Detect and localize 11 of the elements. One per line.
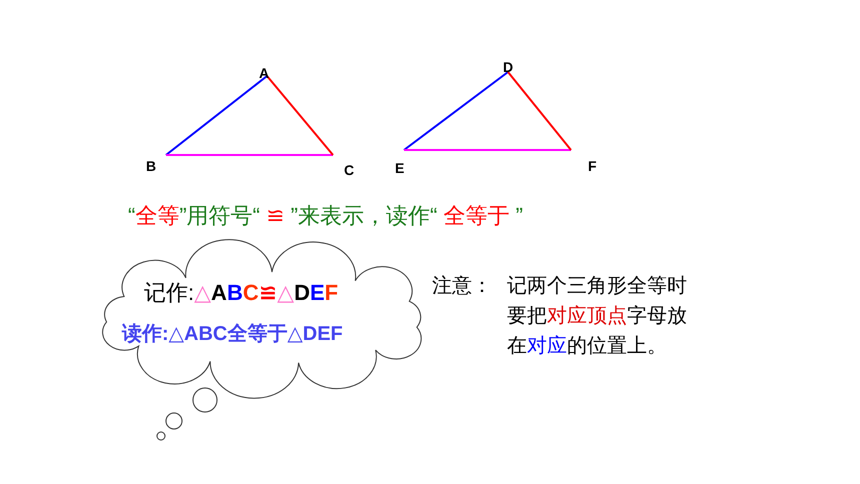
vertex-label: F [588, 157, 597, 176]
note-text: 记两个三角形全等时要把对应顶点字母放在对应的位置上。 [507, 274, 688, 359]
sentence-text: “全等”用符号“ ≌ ”来表示，读作“ 全等于 ” [128, 202, 523, 230]
vertex-label: B [146, 157, 156, 176]
vertex-label: A [259, 64, 270, 83]
note-heading: 注意： [432, 274, 492, 299]
notation-text: 记作:△ABC≌△DEF [144, 279, 338, 307]
vertex-label: C [344, 161, 354, 180]
vertex-label: D [503, 58, 514, 77]
vertex-label: E [395, 159, 404, 178]
reading-text: 读作:△ABC全等于△DEF [122, 322, 343, 347]
